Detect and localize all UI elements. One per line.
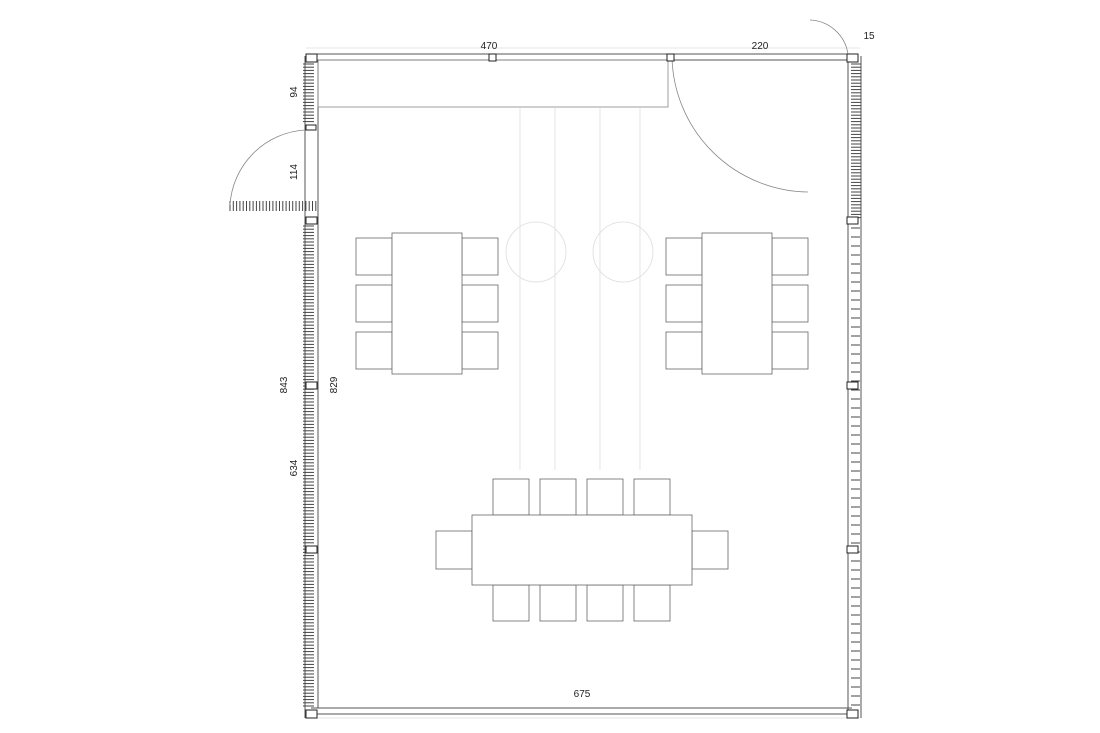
dim-top-left: 470 xyxy=(481,41,498,52)
chair xyxy=(633,584,671,622)
dim-left-total: 843 xyxy=(279,376,290,393)
chair xyxy=(771,284,809,323)
top-counter xyxy=(317,59,669,108)
chair xyxy=(461,237,499,276)
dim-corner: 15 xyxy=(863,31,875,42)
dim-left-window: 94 xyxy=(289,86,300,98)
dimension-labels: 470 220 15 675 94 114 843 829 634 xyxy=(279,31,875,700)
table-group-right xyxy=(665,232,809,375)
chair xyxy=(586,478,624,516)
chair xyxy=(539,584,577,622)
room-walls xyxy=(304,53,862,718)
dim-inner-height: 829 xyxy=(329,376,340,393)
dining-table xyxy=(391,232,463,375)
chair xyxy=(492,584,530,622)
chair xyxy=(355,237,393,276)
chair xyxy=(771,237,809,276)
chair xyxy=(355,331,393,370)
chair xyxy=(665,237,703,276)
left-door-swing xyxy=(229,129,306,206)
chair xyxy=(492,478,530,516)
dim-bottom: 675 xyxy=(574,689,591,700)
table-group-bottom xyxy=(435,478,729,622)
chair xyxy=(435,530,473,570)
left-glazing xyxy=(303,63,314,707)
corner-door-swing xyxy=(809,19,849,55)
table-group-left xyxy=(355,232,499,375)
dim-top-right: 220 xyxy=(752,41,769,52)
chair xyxy=(461,284,499,323)
chair xyxy=(633,478,671,516)
chair xyxy=(691,530,729,570)
construction-lines xyxy=(306,47,860,719)
right-glazing xyxy=(851,63,861,706)
dim-left-glazing: 634 xyxy=(289,459,300,476)
right-door-swing xyxy=(671,57,809,193)
dim-left-door: 114 xyxy=(289,164,300,180)
structural-posts xyxy=(305,53,859,719)
chair xyxy=(665,331,703,370)
chair xyxy=(461,331,499,370)
chair xyxy=(355,284,393,323)
chair xyxy=(586,584,624,622)
left-door-panel xyxy=(229,201,317,211)
chair xyxy=(539,478,577,516)
dining-table xyxy=(471,514,693,586)
chair xyxy=(665,284,703,323)
chair xyxy=(771,331,809,370)
dining-table xyxy=(701,232,773,375)
